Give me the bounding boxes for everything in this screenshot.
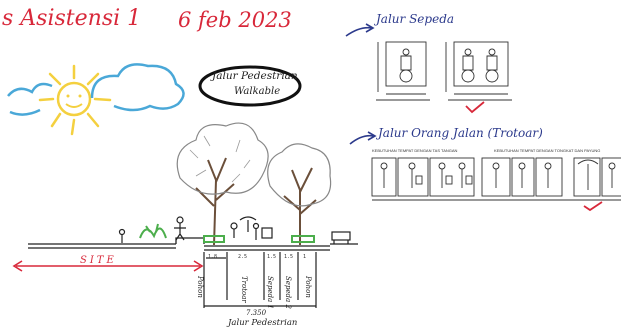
pedestrian-reference-diagram [371, 157, 621, 201]
total-width: 7.350 [246, 309, 267, 317]
bottom-caption: Jalur Pedestrian [228, 318, 298, 328]
zone-label-4: Sepeda 2 [284, 276, 292, 309]
bike-lane-heading: Jalur Sepeda [376, 12, 455, 26]
planter-icon [139, 223, 315, 243]
zone-label-3: Sepeda 1 [266, 276, 274, 309]
walk-caption-right: KEBUTUHAN TEMPAT DENGAN TONGKAT DAN PAYU… [494, 148, 601, 153]
tree-right-icon [267, 143, 332, 245]
oval-label-line2: Walkable [234, 86, 281, 97]
arrow-icon [345, 23, 377, 145]
site-label: SITE [80, 255, 117, 266]
checkmark-icon [465, 101, 485, 114]
zone-label-1: Pohon [196, 276, 204, 298]
section-dimension-lines [203, 252, 317, 308]
zone-width-2: 2.5 [238, 254, 248, 260]
sun-icon [38, 64, 112, 136]
zone-width-5: 1 [303, 254, 307, 260]
walk-caption-left: KEBUTUHAN TEMPAT DENGAN TAS TANGAN [372, 148, 458, 153]
title-oval [198, 65, 302, 107]
header-title: s Asistensi 1 [2, 6, 142, 31]
zone-label-5: Pohon [304, 276, 312, 298]
zone-label-2: Trotoar [240, 276, 248, 303]
checkmark-icon [583, 201, 603, 212]
walk-lane-heading: Jalur Orang Jalan (Trotoar) [378, 126, 543, 140]
zone-width-3: 1.5 [267, 254, 277, 260]
oval-label-line1: Jalur Pedestrian [212, 70, 298, 82]
site-arrow [12, 260, 204, 272]
street-section [28, 237, 358, 251]
tree-left-icon [176, 122, 269, 246]
bench-icon [331, 231, 351, 244]
header-date: 6 feb 2023 [178, 8, 292, 32]
cloud-icon [7, 63, 185, 116]
bike-lane-diagram [376, 41, 512, 101]
pedestrian-figures [118, 216, 273, 243]
zone-width-4: 1.5 [284, 254, 294, 260]
zone-width-1: 1.8 [208, 254, 218, 260]
